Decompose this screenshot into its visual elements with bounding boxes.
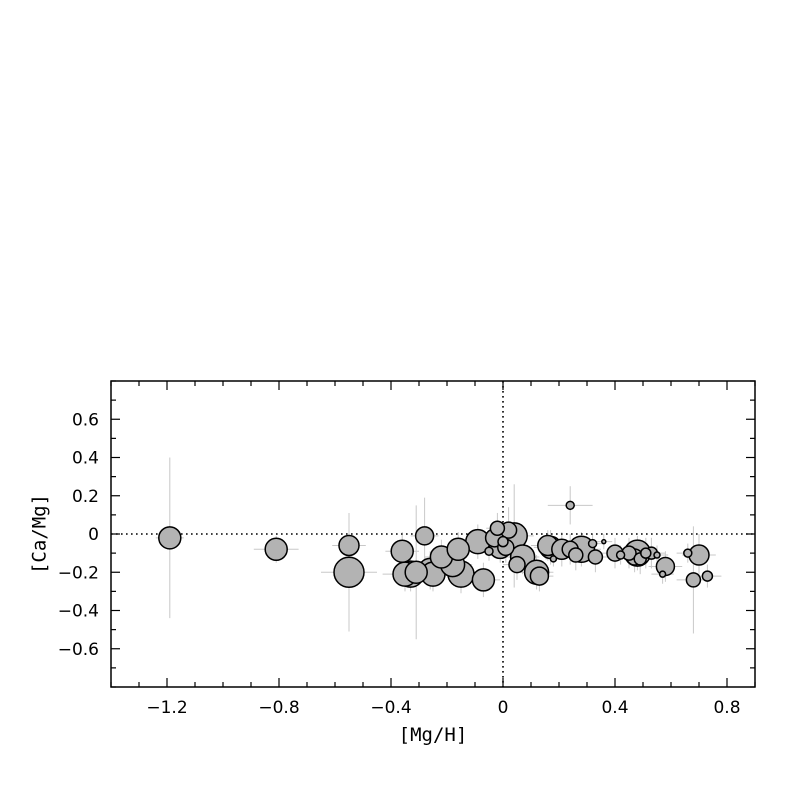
data-point [549,555,558,563]
data-point [489,520,506,537]
data-point [414,526,435,546]
data-point [497,535,509,548]
data-point [158,526,182,550]
data-point [640,547,652,559]
data-point [701,570,714,582]
axis-ticks [110,380,756,688]
x-tick-label: 0 [498,698,509,718]
data-point [615,550,626,560]
x-tick-labels: −1.2 −0.8 −0.4 0 0.4 0.8 [146,698,740,718]
data-point [587,549,604,565]
x-tick-label: −0.4 [370,698,411,718]
data-point [685,572,702,588]
x-axis-label: [Mg/H] [399,724,468,746]
data-point [658,570,667,578]
data-point [683,548,693,558]
x-tick-label: −0.8 [258,698,299,718]
data-point [568,547,584,563]
y-tick-label: −0.2 [58,563,99,583]
y-tick-label: −0.6 [58,640,99,660]
reference-lines [111,381,755,687]
data-point [333,556,365,588]
data-point [601,538,607,545]
data-point [529,566,550,586]
y-tick-label: 0.4 [72,449,99,469]
y-tick-label: 0.6 [72,410,99,430]
data-point [565,500,575,511]
x-tick-label: −1.2 [146,698,187,718]
data-point [264,537,288,562]
data-point [653,551,661,559]
data-point [508,555,526,574]
x-tick-label: 0.4 [601,698,628,718]
y-axis-label: [Ca/Mg] [29,494,51,574]
y-tick-label: 0.2 [72,487,99,507]
y-tick-label: 0 [88,525,99,545]
data-point [390,539,414,563]
x-tick-label: 0.8 [713,698,740,718]
marker-layer [158,500,714,592]
y-tick-label: −0.4 [58,602,99,622]
data-point [446,537,470,562]
y-tick-labels: −0.6 −0.4 −0.2 0 0.2 0.4 0.6 [58,410,99,660]
data-point [338,534,360,557]
data-point [471,568,496,592]
data-point [404,560,428,584]
data-point [484,546,494,556]
data-point [587,538,598,549]
